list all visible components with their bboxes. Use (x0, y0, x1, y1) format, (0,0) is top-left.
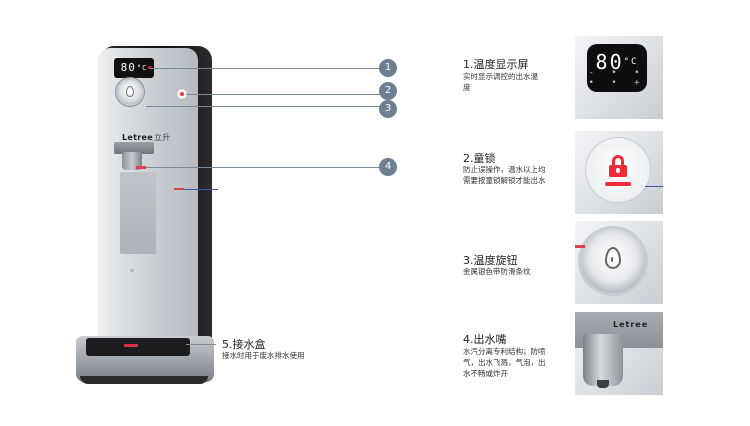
panel-2-title: 2.童锁 (463, 152, 496, 165)
large-display-unit: °C (623, 57, 639, 67)
callout-5-title: 5.接水盒 (222, 338, 266, 351)
lock-icon (609, 165, 627, 177)
leader-line-5 (186, 344, 216, 345)
steam-icon: ≋ (130, 268, 135, 274)
large-display-value: 80 (595, 50, 624, 74)
lock-leader-line (645, 186, 663, 187)
water-drop-icon (605, 247, 621, 269)
callout-badge-2: 2 (379, 82, 397, 100)
large-child-lock-button (585, 137, 651, 203)
water-drop-icon (126, 86, 134, 97)
large-temperature-knob (581, 229, 645, 293)
knob-indicator (575, 245, 585, 248)
panel-1-desc: 实时显示调控的出水温度 (463, 72, 538, 92)
large-temperature-display: 80°C - • • • • + (587, 44, 647, 92)
drip-tray-indicator (124, 344, 138, 347)
callout-badge-3: 3 (379, 100, 397, 118)
side-leader-line (184, 189, 218, 190)
brand-name-cn: 立升 (153, 133, 171, 142)
brand-name: Letree (122, 133, 153, 142)
water-spout (122, 152, 142, 170)
panel-1-photo: 80°C - • • • • + (575, 36, 663, 119)
callout-badge-1: 1 (379, 59, 397, 77)
display-unit: °C (136, 64, 148, 72)
panel-3-title: 3.温度旋钮 (463, 254, 518, 267)
panel-2-photo (575, 131, 663, 214)
panel-4-title: 4.出水嘴 (463, 333, 507, 346)
spout-indicator (136, 166, 146, 169)
panel-1-title: 1.温度显示屏 (463, 58, 529, 71)
spout-logo: Letree (613, 320, 649, 329)
panel-3-desc: 金属银色带防滑条纹 (463, 267, 531, 276)
cup-niche (120, 172, 156, 254)
water-dispenser: 80°C Letree立升 ≋ (70, 46, 220, 386)
panel-4-desc: 水汽分离专利结构；防喷气，出水飞溅，气泡，出水不畅或炸开 (463, 347, 546, 378)
temperature-display: 80°C (114, 58, 154, 78)
leader-line-1 (150, 68, 382, 69)
large-water-spout (583, 334, 623, 386)
callout-5-desc: 接水时用于废水排水使用 (222, 351, 305, 360)
display-value: 80 (120, 61, 136, 74)
spout-tip (597, 380, 609, 388)
leader-line-4 (146, 167, 382, 168)
leader-line-2 (186, 94, 382, 95)
dispenser-foot (80, 376, 208, 384)
lock-indicator-bar (605, 182, 631, 186)
display-controls: - • • • • + (588, 68, 646, 88)
panel-3-photo (575, 221, 663, 304)
side-indicator (174, 188, 184, 190)
temperature-knob[interactable] (118, 80, 142, 104)
display-indicator (148, 66, 151, 69)
leader-line-3 (146, 106, 382, 107)
lock-icon-shackle (612, 155, 624, 167)
callout-badge-4: 4 (379, 158, 397, 176)
panel-2-desc: 防止误操作，温水以上均需要按童锁解锁才能出水 (463, 165, 546, 185)
panel-4-photo: Letree (575, 312, 663, 395)
drip-tray[interactable] (86, 338, 190, 356)
spout-housing (114, 142, 154, 154)
brand-logo: Letree立升 (122, 132, 171, 143)
